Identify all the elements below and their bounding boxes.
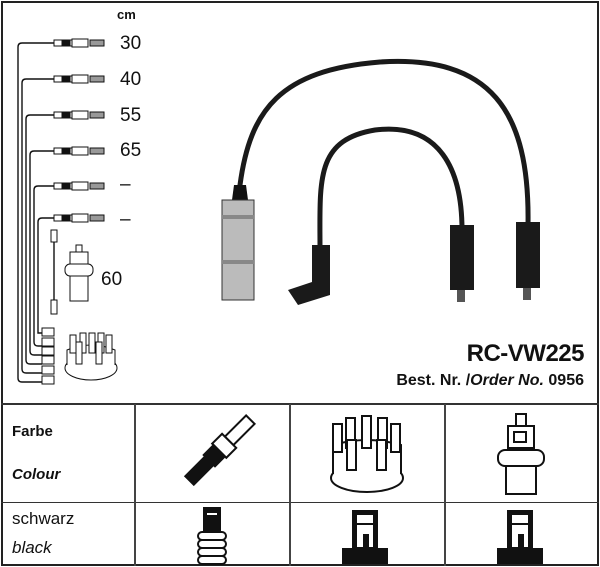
distributor-cap-icon bbox=[330, 415, 404, 493]
length-label: 30 bbox=[120, 33, 142, 54]
ignition-coil-icon bbox=[497, 413, 545, 495]
length-label: 55 bbox=[120, 105, 142, 126]
plug-connector bbox=[53, 38, 105, 48]
divider bbox=[1, 403, 599, 405]
order-number: 0956 bbox=[548, 372, 584, 389]
color-de: schwarz bbox=[12, 509, 75, 528]
spark-plug-icon bbox=[183, 413, 257, 487]
spark-plug-boot-icon bbox=[197, 507, 227, 565]
order-prefix-de: Best. Nr. bbox=[396, 372, 462, 389]
angled-boot-icon bbox=[497, 510, 543, 564]
length-label: 65 bbox=[120, 140, 142, 161]
unit-label: cm bbox=[117, 7, 136, 22]
model-number: RC-VW225 bbox=[466, 340, 585, 367]
divider bbox=[134, 404, 136, 566]
order-number-line: Best. Nr. /Order No. 0956 bbox=[396, 372, 584, 390]
header-en: Colour bbox=[12, 466, 61, 483]
length-label: 40 bbox=[120, 69, 142, 90]
wiring-schematic bbox=[17, 38, 118, 385]
order-prefix-en: Order No. bbox=[470, 372, 544, 389]
coil-length-label: 60 bbox=[101, 269, 123, 290]
divider bbox=[1, 502, 599, 503]
angled-boot-icon bbox=[342, 510, 388, 564]
order-separator: / bbox=[465, 372, 471, 389]
ignition-cable-set-image bbox=[221, 58, 540, 305]
color-en: black bbox=[12, 538, 52, 557]
divider bbox=[289, 404, 291, 566]
header-de: Farbe bbox=[12, 423, 53, 440]
divider bbox=[444, 404, 446, 566]
length-label: – bbox=[120, 174, 131, 195]
length-label: – bbox=[120, 209, 131, 230]
